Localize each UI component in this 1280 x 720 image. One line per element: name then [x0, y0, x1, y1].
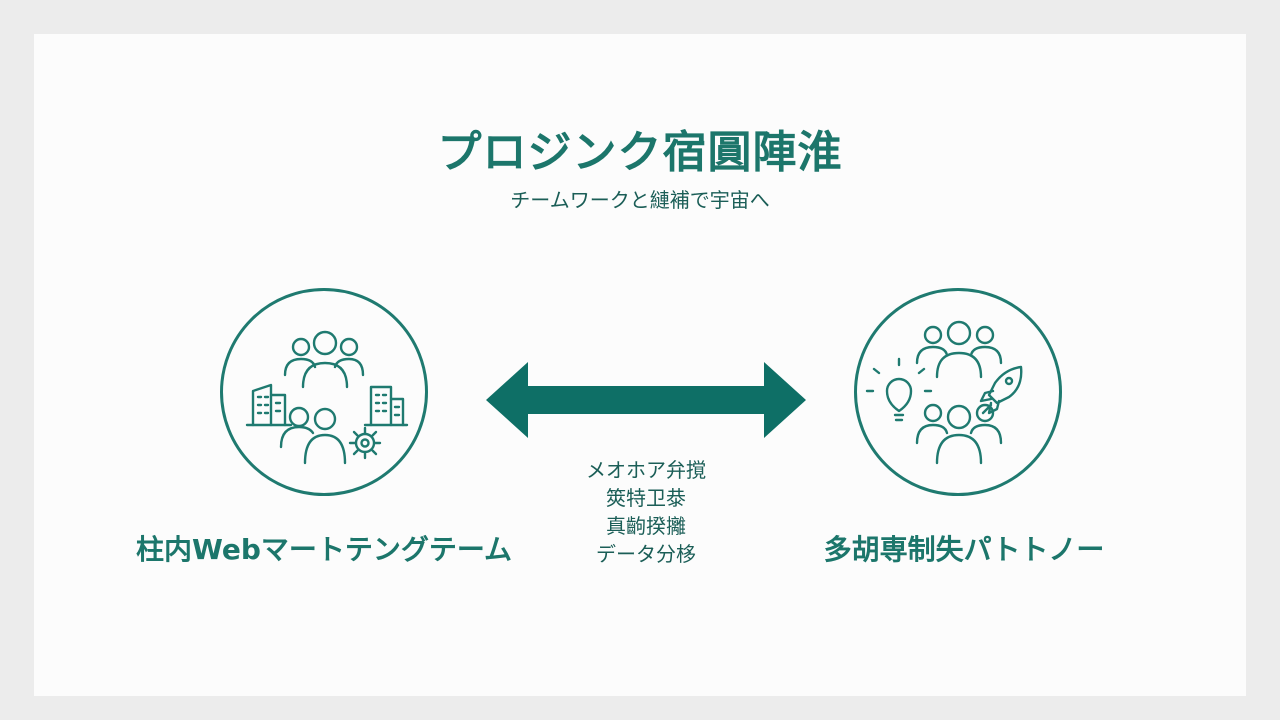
lightbulb-icon	[865, 357, 933, 422]
connector-line: メオホア弁撹	[586, 458, 706, 482]
building-icon	[245, 383, 293, 427]
double-arrow-connector	[486, 362, 806, 438]
page-subtitle: チームワークと縺補で宇宙へ	[510, 188, 770, 212]
right-node-label: 多胡専制失パトトノー	[823, 533, 1105, 566]
connector-text: メオホア弁撹 筴特卫㳟 真齣揆攡 データ分栘	[486, 456, 806, 568]
gear-icon	[348, 426, 382, 460]
right-partner-node	[854, 288, 1062, 496]
building-icon	[363, 385, 409, 427]
connector-line: 筴特卫㳟	[606, 486, 686, 510]
left-node-label: 柱内Webマートテングテーム	[135, 533, 513, 566]
connector-line: データ分栘	[596, 542, 696, 566]
left-team-node	[220, 288, 428, 496]
double-arrow-icon	[486, 362, 806, 438]
slide: プロジンク宿圓陣淮 チームワークと縺補で宇宙へ	[34, 34, 1246, 696]
people-group-icon	[283, 330, 365, 389]
people-group-icon	[915, 403, 1003, 465]
people-group-icon	[279, 406, 347, 465]
people-group-icon	[915, 320, 1003, 379]
page-title: プロジンク宿圓陣淮	[437, 127, 843, 178]
connector-line: 真齣揆攡	[606, 514, 686, 538]
